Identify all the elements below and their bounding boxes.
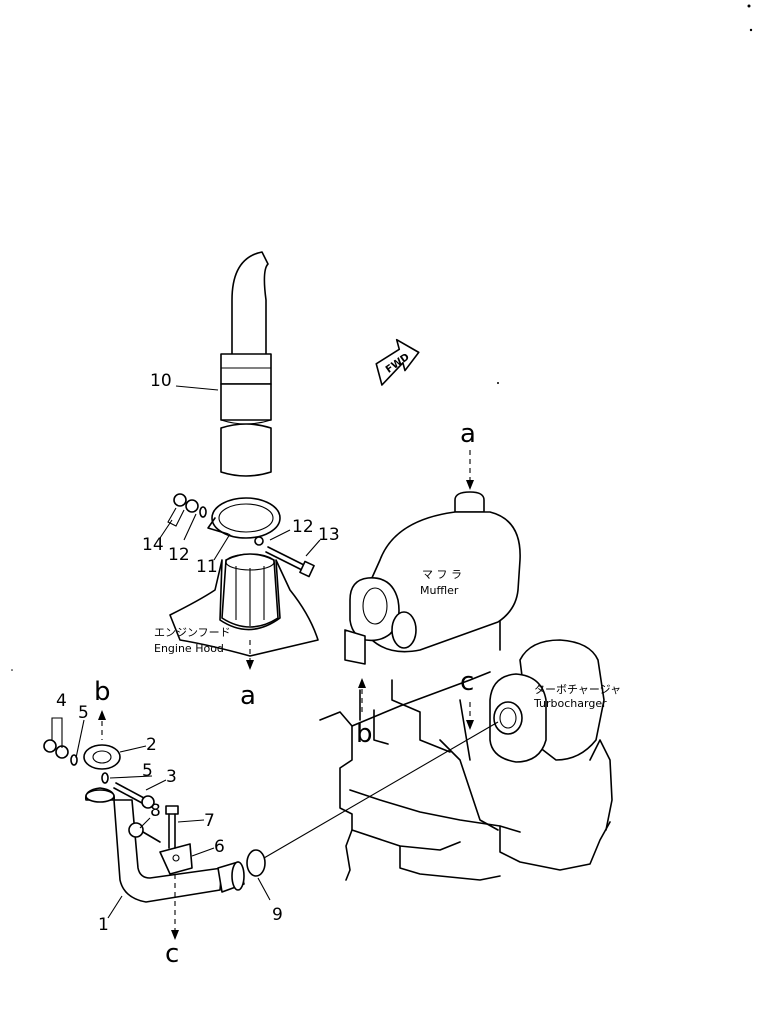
engine-block: [319, 617, 613, 881]
connector-a-bottom: a: [240, 681, 256, 711]
exhaust-stack: [220, 251, 272, 477]
callout-7: 7: [204, 811, 215, 831]
bracket-nut: [128, 822, 161, 843]
clamp-nuts: [167, 493, 207, 527]
callout-2: 2: [146, 735, 157, 755]
callout-5-upper: 5: [78, 703, 89, 723]
connector-letters: a a b b c c: [94, 419, 476, 969]
exhaust-pipe: [84, 787, 245, 903]
engine-hood-adapter: [169, 553, 319, 657]
connector-b-upper: b: [94, 677, 111, 707]
scan-specks: [11, 4, 753, 671]
stack-clamp: [207, 497, 281, 539]
callout-12-upper: 12: [292, 517, 314, 537]
hood-label-jp: エンジンフード: [154, 626, 231, 639]
pipe-bracket: [159, 843, 193, 875]
ring-nuts: [43, 717, 109, 784]
pipe-clamp-ring: [83, 744, 121, 770]
hood-label-en: Engine Hood: [154, 642, 224, 655]
callout-8: 8: [150, 801, 161, 821]
callout-11: 11: [196, 557, 218, 577]
gasket: [246, 849, 266, 877]
muffler-label-jp: マ フ ラ: [422, 568, 462, 581]
muffler: [344, 491, 521, 665]
turbocharger: [489, 639, 605, 763]
turbo-label-jp: ターボチャージャ: [534, 683, 621, 696]
leader-lines: [75, 385, 499, 919]
callout-4: 4: [56, 691, 67, 711]
ring-bolt: [113, 782, 155, 809]
callout-9: 9: [272, 905, 283, 925]
callout-3: 3: [166, 767, 177, 787]
callout-14: 14: [142, 535, 164, 555]
muffler-label-en: Muffler: [420, 584, 459, 597]
connector-c-upper: c: [460, 667, 474, 697]
component-labels: マ フ ラ Muffler ターボチャージャ Turbocharger エンジン…: [154, 568, 621, 710]
flow-arrows: [98, 450, 474, 940]
callouts: 10 12 13 14 12 11 4 5 2 5 3 8 7 6 9 1: [56, 371, 340, 935]
connector-c-lower: c: [165, 939, 179, 969]
callout-6: 6: [214, 837, 225, 857]
connector-b-lower: b: [356, 719, 373, 749]
callout-10: 10: [150, 371, 172, 391]
bracket-bolt: [165, 805, 179, 849]
callout-12-lower: 12: [168, 545, 190, 565]
connector-a-top: a: [460, 419, 476, 449]
callout-5-lower: 5: [142, 761, 153, 781]
fwd-arrow: FWD: [375, 338, 420, 386]
clamp-bolt: [254, 536, 315, 578]
callout-1: 1: [98, 915, 109, 935]
callout-13: 13: [318, 525, 340, 545]
turbo-label-en: Turbocharger: [533, 697, 607, 710]
